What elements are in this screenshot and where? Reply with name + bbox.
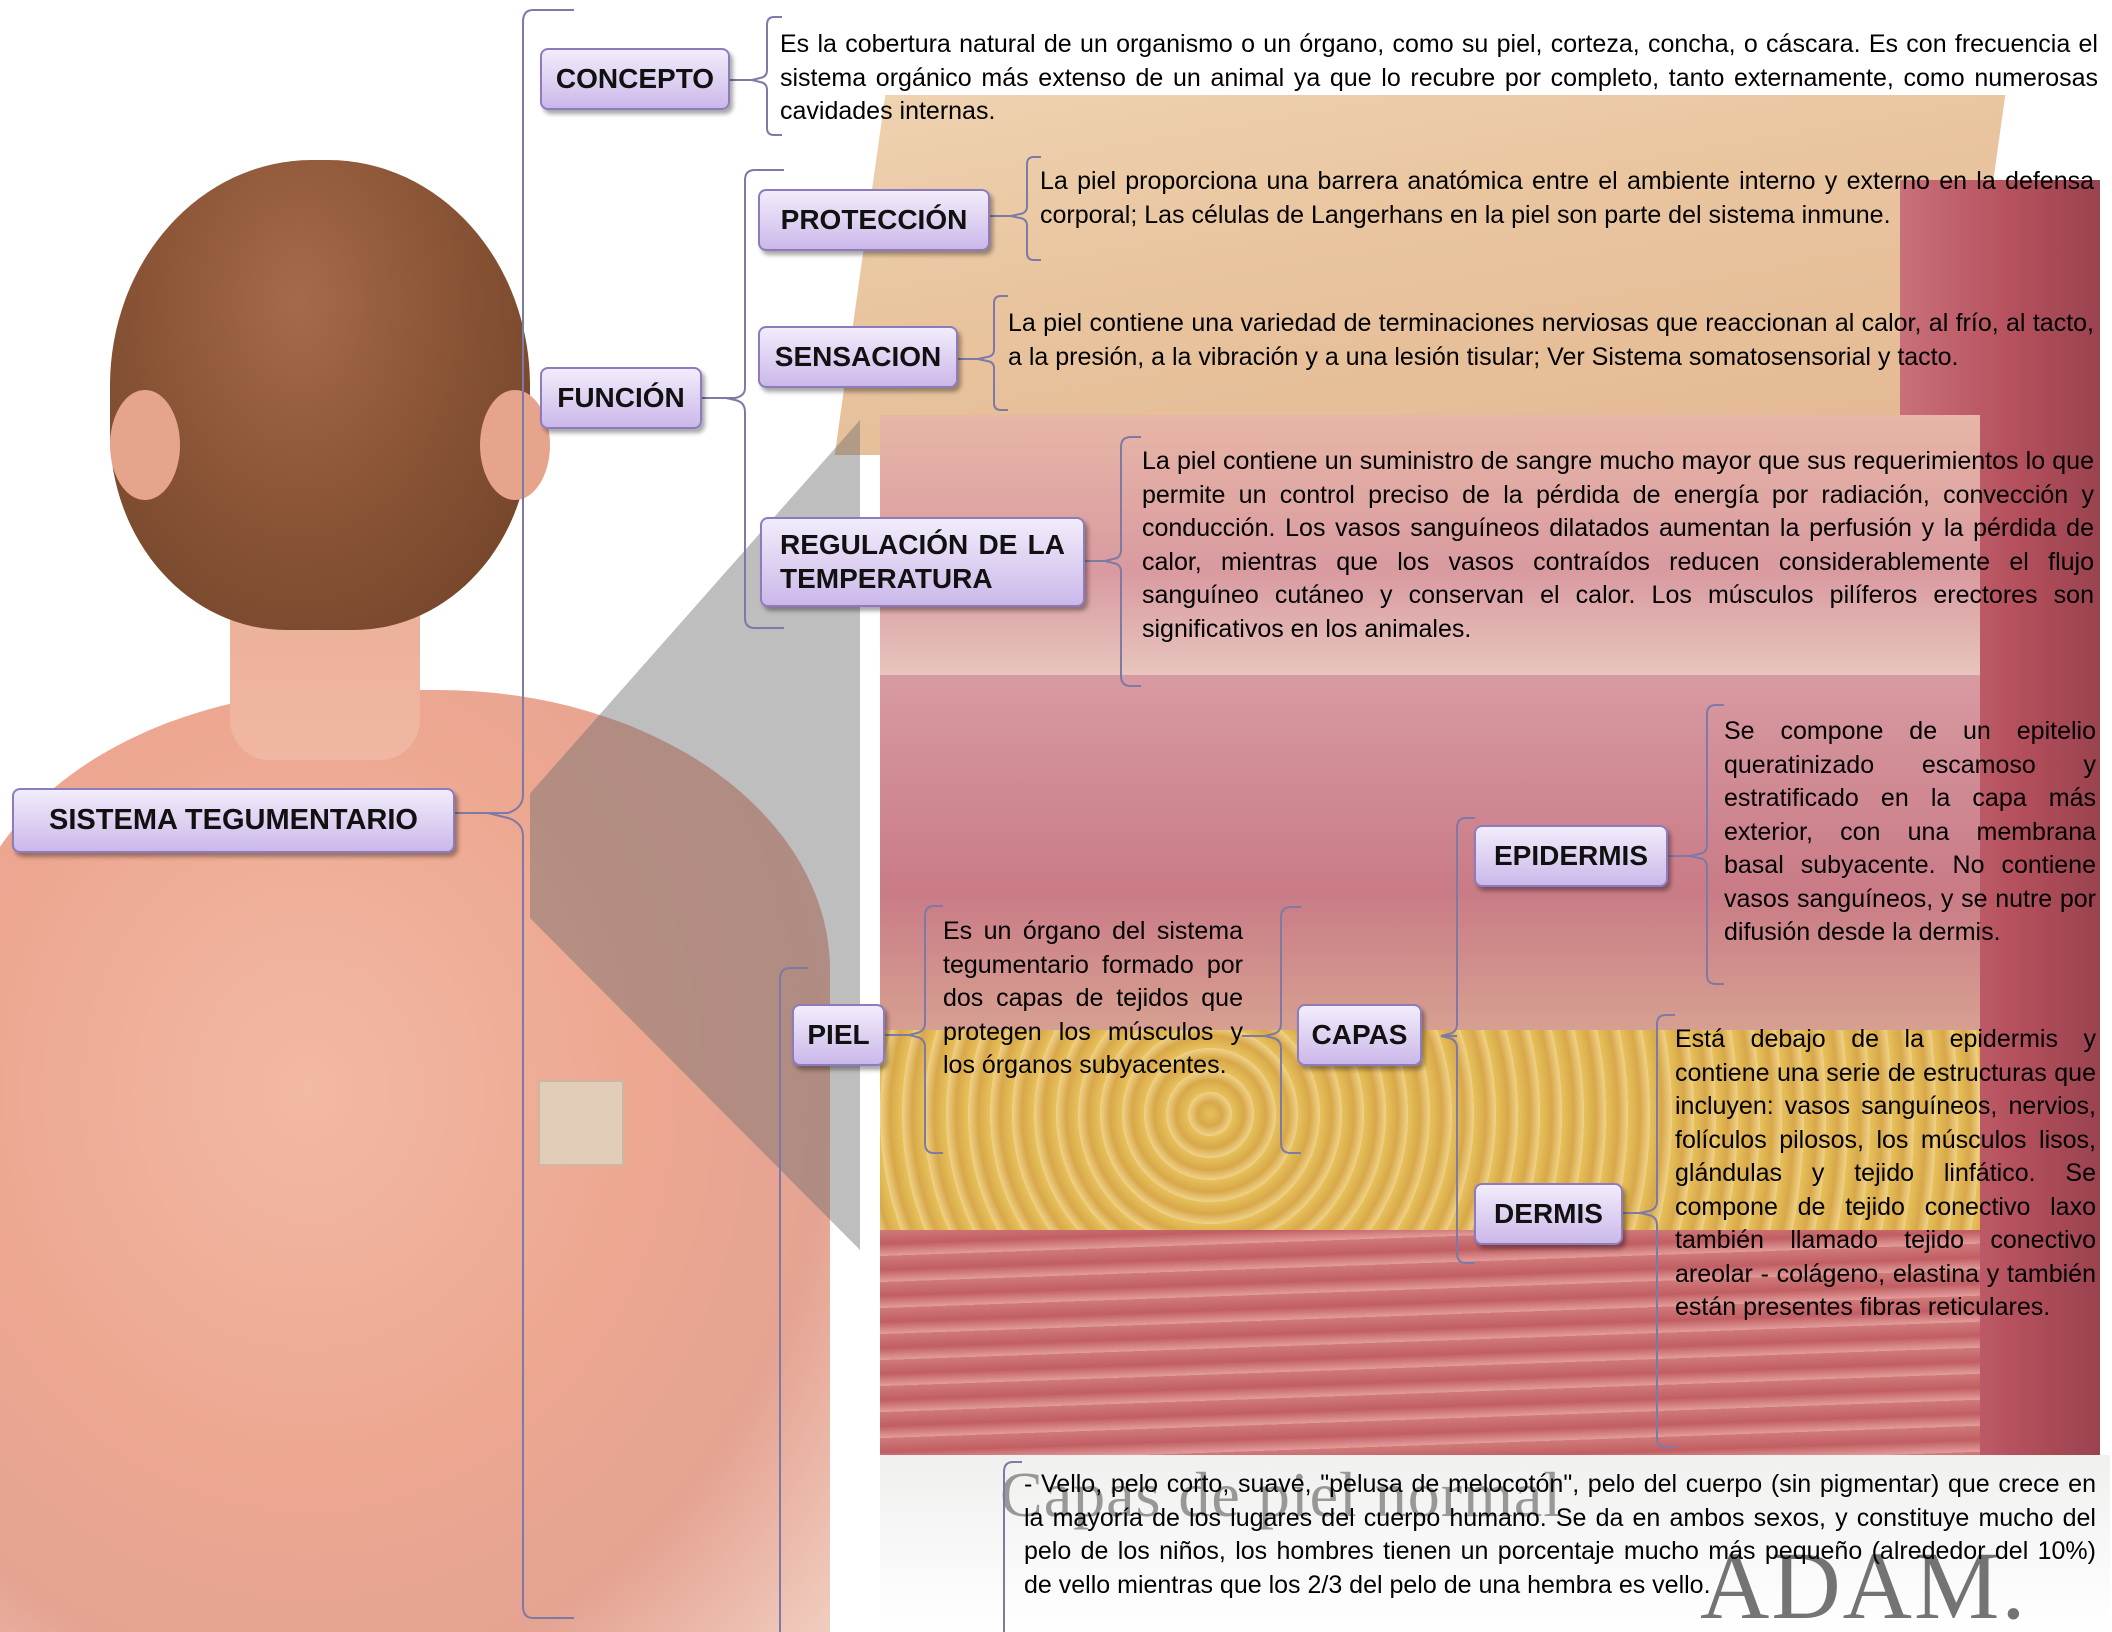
brace-sensacion xyxy=(978,296,1008,410)
brace-piel-lower xyxy=(780,968,808,1632)
node-label: CONCEPTO xyxy=(556,62,714,96)
node-sistema-tegumentario[interactable]: SISTEMA TEGUMENTARIO xyxy=(12,788,455,853)
node-label: REGULACIÓN DE LA TEMPERATURA xyxy=(780,528,1065,595)
node-label: PIEL xyxy=(807,1018,869,1052)
node-label: PROTECCIÓN xyxy=(781,203,968,237)
node-label: DERMIS xyxy=(1494,1197,1603,1231)
node-label: CAPAS xyxy=(1312,1018,1408,1052)
node-proteccion[interactable]: PROTECCIÓN xyxy=(758,189,990,251)
brace-dermis xyxy=(1640,1015,1675,1447)
proteccion-text: La piel proporciona una barrera anatómic… xyxy=(1040,165,2094,232)
node-concepto[interactable]: CONCEPTO xyxy=(540,48,730,110)
brace-vello xyxy=(1004,1462,1022,1632)
brace-epidermis xyxy=(1690,705,1724,984)
brace-proteccion xyxy=(1011,157,1041,260)
node-piel[interactable]: PIEL xyxy=(792,1004,885,1066)
vello-text: - Vello, pelo corto, suave, "pelusa de m… xyxy=(1024,1468,2096,1602)
node-dermis[interactable]: DERMIS xyxy=(1474,1183,1623,1245)
dermis-text: Está debajo de la epidermis y contiene u… xyxy=(1675,1023,2096,1325)
node-label: SISTEMA TEGUMENTARIO xyxy=(49,803,418,838)
node-funcion[interactable]: FUNCIÓN xyxy=(540,367,702,429)
brace-piel-text xyxy=(909,906,943,1153)
node-capas[interactable]: CAPAS xyxy=(1297,1004,1422,1066)
node-label: EPIDERMIS xyxy=(1494,839,1648,873)
concepto-text: Es la cobertura natural de un organismo … xyxy=(780,28,2098,129)
node-sensacion[interactable]: SENSACION xyxy=(758,326,958,388)
node-regulacion-temperatura[interactable]: REGULACIÓN DE LA TEMPERATURA xyxy=(760,517,1085,607)
piel-text: Es un órgano del sistema tegumentario fo… xyxy=(943,915,1243,1083)
node-label: FUNCIÓN xyxy=(557,381,685,415)
sensacion-text: La piel contiene una variedad de termina… xyxy=(1008,307,2094,374)
brace-capas-children xyxy=(1441,818,1475,1263)
node-epidermis[interactable]: EPIDERMIS xyxy=(1474,825,1668,887)
epidermis-text: Se compone de un epitelio queratinizado … xyxy=(1724,715,2096,950)
brace-root xyxy=(488,10,574,1618)
brace-regulacion xyxy=(1105,437,1141,686)
regulacion-text: La piel contiene un suministro de sangre… xyxy=(1142,445,2094,646)
node-label: SENSACION xyxy=(775,340,941,374)
brace-concepto xyxy=(752,17,782,135)
brace-capas xyxy=(1265,907,1301,1153)
